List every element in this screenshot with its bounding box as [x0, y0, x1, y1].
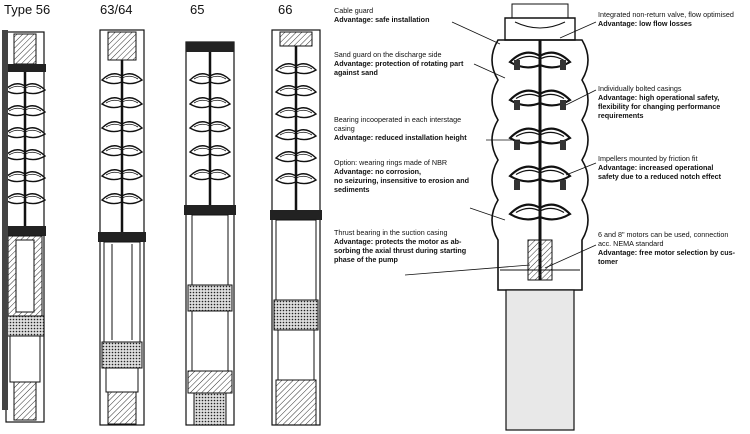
pump-63-64-drawing — [98, 29, 146, 426]
annotation-non-return-valve: Integrated non-return valve, flow optimi… — [598, 10, 748, 28]
pump-56-drawing — [2, 30, 46, 423]
annotation-wearing-rings: Option: wearing rings made of NBR Advant… — [334, 158, 494, 194]
annotation-desc: Individually bolted casings — [598, 84, 682, 93]
annotation-advantage: Advantage: no corrosion, no seizuring, i… — [334, 167, 469, 194]
annotation-desc: Cable guard — [334, 6, 374, 15]
large-pump-drawing — [491, 3, 589, 431]
pump-66-drawing — [270, 29, 322, 426]
annotation-advantage: Advantage: low flow losses — [598, 19, 692, 28]
type-label-56: Type 56 — [4, 2, 51, 17]
type-label-65: 65 — [190, 2, 205, 17]
annotation-bolted-casings: Individually bolted casings Advantage: h… — [598, 84, 748, 120]
leader-lines — [404, 21, 597, 276]
annotation-desc: Bearing incooperated in each interstage … — [334, 115, 462, 133]
type-label-63-64: 63/64 — [100, 2, 133, 17]
annotation-sand-guard: Sand guard on the discharge side Advanta… — [334, 50, 494, 77]
annotation-advantage: Advantage: protection of rotating part a… — [334, 59, 464, 77]
annotation-desc: Option: wearing rings made of NBR — [334, 158, 448, 167]
annotation-advantage: Advantage: increased operational safety … — [598, 163, 722, 181]
annotation-advantage: Advantage: safe installation — [334, 15, 430, 24]
annotation-advantage: Advantage: reduced installation height — [334, 133, 467, 142]
type-label-66: 66 — [278, 2, 293, 17]
annotation-thrust-bearing: Thrust bearing in the suction casing Adv… — [334, 228, 494, 264]
annotation-desc: 6 and 8" motors can be used, connection … — [598, 230, 729, 248]
annotation-desc: Impellers mounted by friction fit — [598, 154, 698, 163]
annotation-desc: Thrust bearing in the suction casing — [334, 228, 448, 237]
annotation-cable-guard: Cable guard Advantage: safe installation — [334, 6, 494, 24]
annotation-desc: Integrated non-return valve, flow optimi… — [598, 10, 734, 19]
annotation-advantage: Advantage: high operational safety, flex… — [598, 93, 721, 120]
annotation-advantage: Advantage: free motor selection by cus- … — [598, 248, 735, 266]
pump-65-drawing — [184, 41, 236, 426]
annotation-desc: Sand guard on the discharge side — [334, 50, 442, 59]
annotation-bearing-interstage: Bearing incooperated in each interstage … — [334, 115, 494, 142]
annotation-motors: 6 and 8" motors can be used, connection … — [598, 230, 748, 266]
annotation-advantage: Advantage: protects the motor as ab- sor… — [334, 237, 467, 264]
annotation-impellers: Impellers mounted by friction fit Advant… — [598, 154, 748, 181]
